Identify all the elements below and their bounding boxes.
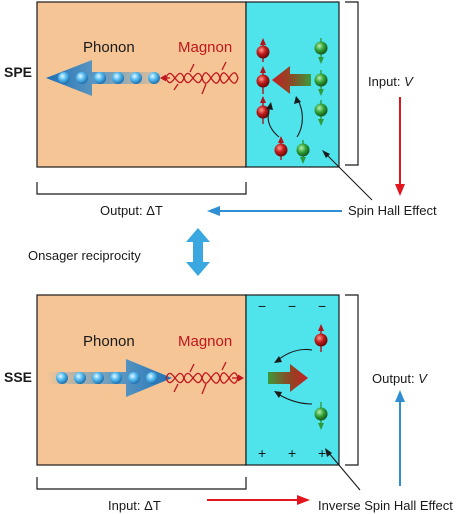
- spe-side-label: SPE: [4, 64, 32, 80]
- spin-down-electron: [314, 41, 328, 55]
- spin-up-electron: [256, 45, 270, 59]
- sse-bottom-charges: + + +: [258, 445, 326, 461]
- spe-section: SPE Phonon Magnon: [4, 1, 437, 218]
- spe-output-label: Output: ΔT: [100, 203, 163, 218]
- spe-spin-down-electrons: [296, 38, 328, 164]
- spe-input-label: Input: V: [368, 74, 414, 89]
- sse-input-arrowhead: [297, 495, 310, 505]
- plus-sign: +: [318, 445, 326, 461]
- reciprocity-label: Onsager reciprocity: [28, 248, 141, 263]
- spin-down-electron: [314, 407, 328, 421]
- sse-side-label: SSE: [4, 369, 32, 385]
- spe-effect-pointer: [325, 153, 373, 201]
- sse-deflection-arrows: [274, 348, 313, 405]
- minus-sign: −: [318, 298, 326, 314]
- minus-sign: −: [288, 298, 296, 314]
- spin-down-electron: [314, 103, 328, 117]
- phonon-ball: [128, 372, 140, 384]
- phonon-ball: [56, 372, 68, 384]
- sse-magnon-wave: [165, 361, 244, 395]
- sse-magnon-label: Magnon: [178, 333, 232, 350]
- plus-sign: +: [288, 445, 296, 461]
- phonon-ball: [130, 72, 142, 84]
- spe-input-bracket: [345, 1, 359, 166]
- spe-effect-pointer-head: [322, 150, 330, 158]
- spe-spin-current-arrow: [272, 66, 311, 94]
- sse-output-label: Output: V: [372, 371, 428, 386]
- phonon-ball: [92, 372, 104, 384]
- sse-output-bracket: [345, 294, 359, 466]
- sse-spin-electrons: [314, 324, 328, 430]
- sse-phonon-label: Phonon: [83, 333, 135, 350]
- sse-effect-label: Inverse Spin Hall Effect: [318, 498, 453, 513]
- sse-spin-current-arrow: [268, 364, 308, 392]
- sse-phonon-balls: [56, 372, 158, 384]
- phonon-ball: [148, 72, 160, 84]
- spin-up-electron: [314, 333, 328, 347]
- reciprocity-section: Onsager reciprocity: [28, 228, 210, 276]
- sse-output-arrowhead: [395, 390, 405, 402]
- sse-section: SSE Phonon Magnon − −: [4, 294, 453, 513]
- sse-top-charges: − − −: [258, 298, 326, 314]
- phonon-ball: [94, 72, 106, 84]
- spe-input-arrowhead: [395, 184, 405, 196]
- phonon-ball: [146, 372, 158, 384]
- plus-sign: +: [258, 445, 266, 461]
- sse-input-bracket: [36, 477, 247, 490]
- phonon-ball: [110, 372, 122, 384]
- sse-phonon-arrow: [46, 359, 172, 397]
- spin-up-electron: [274, 143, 288, 157]
- spe-output-arrowhead: [207, 206, 220, 216]
- spe-phonon-balls: [58, 72, 160, 84]
- spin-up-electron: [256, 74, 270, 88]
- spin-down-electron: [314, 73, 328, 87]
- phonon-ball: [58, 72, 70, 84]
- sse-input-label: Input: ΔT: [108, 498, 161, 513]
- spin-down-electron: [296, 143, 310, 157]
- sse-effect-pointer: [327, 451, 361, 491]
- minus-sign: −: [258, 298, 266, 314]
- spe-deflection-arrows: [266, 96, 303, 138]
- spe-output-bracket: [36, 182, 247, 195]
- spe-magnon-wave: [160, 61, 239, 95]
- phonon-ball: [112, 72, 124, 84]
- spe-magnon-label: Magnon: [178, 39, 232, 56]
- phonon-ball: [76, 72, 88, 84]
- spe-effect-label: Spin Hall Effect: [348, 203, 437, 218]
- phonon-ball: [74, 372, 86, 384]
- sse-effect-pointer-head: [325, 448, 332, 457]
- reciprocity-arrow: [186, 228, 210, 276]
- spe-phonon-label: Phonon: [83, 39, 135, 56]
